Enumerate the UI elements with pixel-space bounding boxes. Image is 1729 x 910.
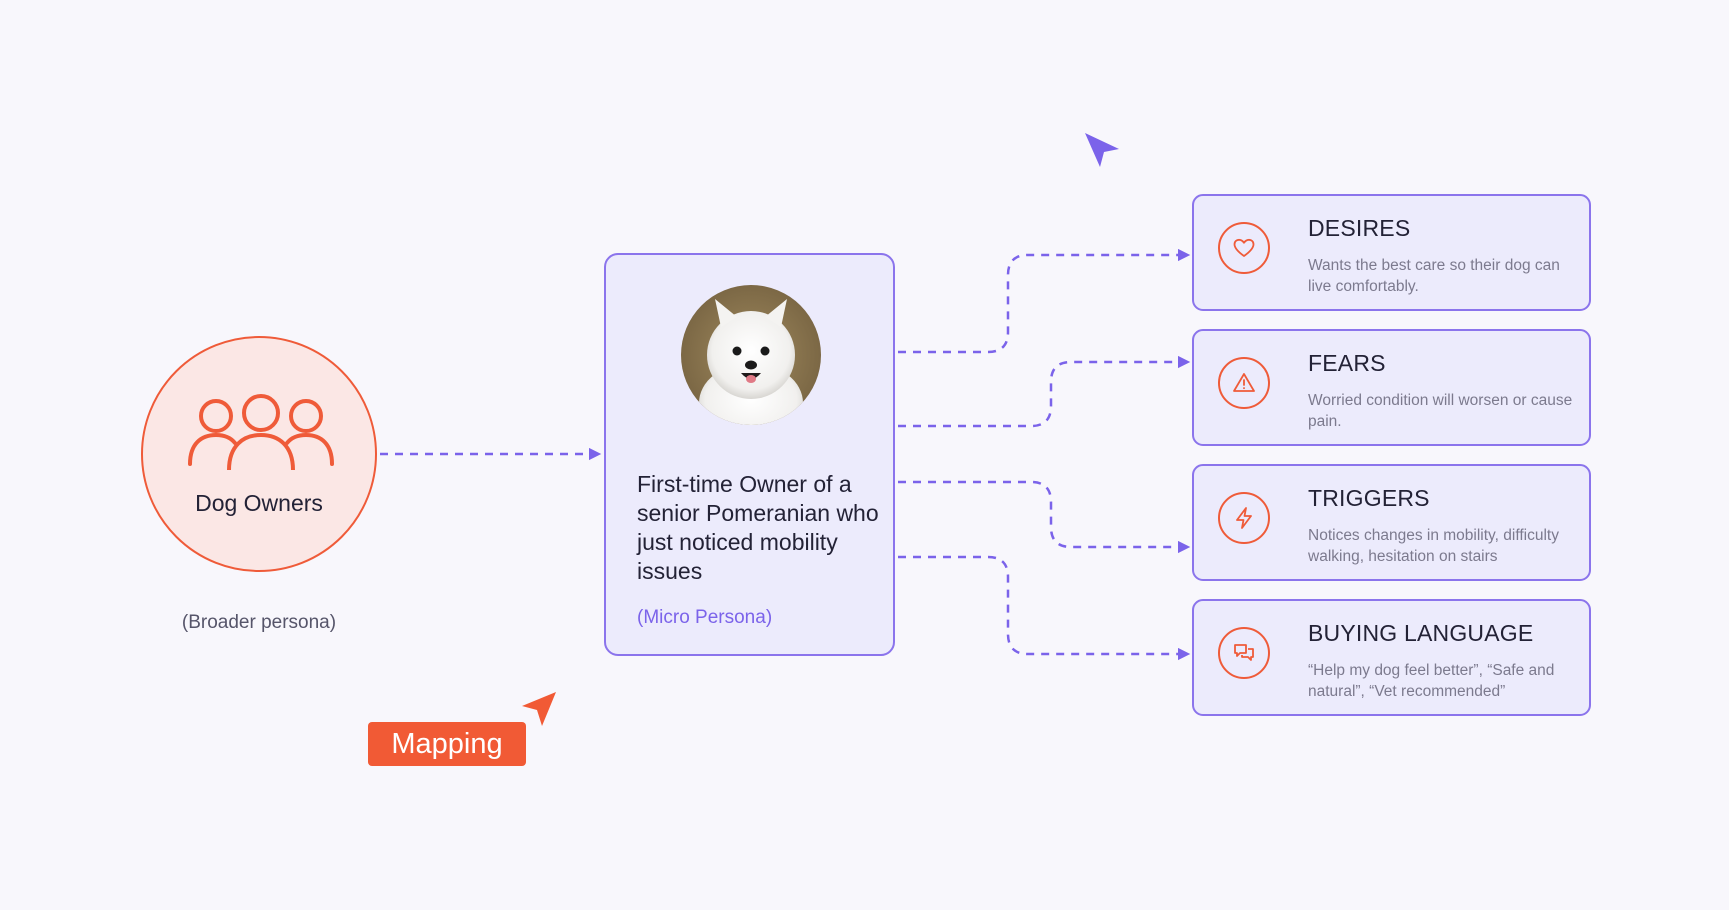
broad-persona-node: Dog Owners: [141, 336, 377, 572]
warning-icon: [1218, 357, 1270, 409]
desires-title: DESIRES: [1308, 215, 1411, 241]
triggers-card: TRIGGERS Notices changes in mobility, di…: [1192, 464, 1591, 581]
fears-text: Worried condition will worsen or cause p…: [1308, 392, 1573, 430]
broad-persona-title: Dog Owners: [195, 490, 323, 516]
desires-card: DESIRES Wants the best care so their dog…: [1192, 194, 1591, 311]
triggers-title: TRIGGERS: [1308, 485, 1430, 511]
buying-language-text: “Help my dog feel better”, “Safe and nat…: [1308, 662, 1555, 700]
chat-bubbles-icon: [1218, 627, 1270, 679]
pomeranian-photo: [681, 285, 821, 425]
connector-to-fears: [898, 355, 1191, 428]
cursor-pointer-icon: [522, 692, 556, 726]
micro-persona-card: First-time Owner of a senior Pomeranian …: [604, 253, 895, 656]
broad-persona-caption: (Broader persona): [181, 612, 337, 633]
lightning-icon: [1218, 492, 1270, 544]
triggers-text: Notices changes in mobility, difficulty …: [1308, 527, 1559, 565]
micro-persona-description: First-time Owner of a senior Pomeranian …: [637, 471, 879, 584]
people-group-icon: [188, 394, 334, 470]
fears-title: FEARS: [1308, 350, 1386, 376]
mapping-tag: Mapping: [368, 722, 526, 766]
micro-persona-label: (Micro Persona): [637, 607, 773, 628]
connector-to-triggers: [898, 480, 1191, 554]
cursor-pointer-icon: [1085, 133, 1119, 167]
heart-icon: [1218, 222, 1270, 274]
connector-to-desires: [898, 248, 1191, 354]
buying-language-card: BUYING LANGUAGE “Help my dog feel better…: [1192, 599, 1591, 716]
connector-to-buying-language: [898, 555, 1191, 661]
desires-text: Wants the best care so their dog can liv…: [1308, 257, 1560, 295]
buying-language-title: BUYING LANGUAGE: [1308, 620, 1534, 646]
fears-card: FEARS Worried condition will worsen or c…: [1192, 329, 1591, 446]
